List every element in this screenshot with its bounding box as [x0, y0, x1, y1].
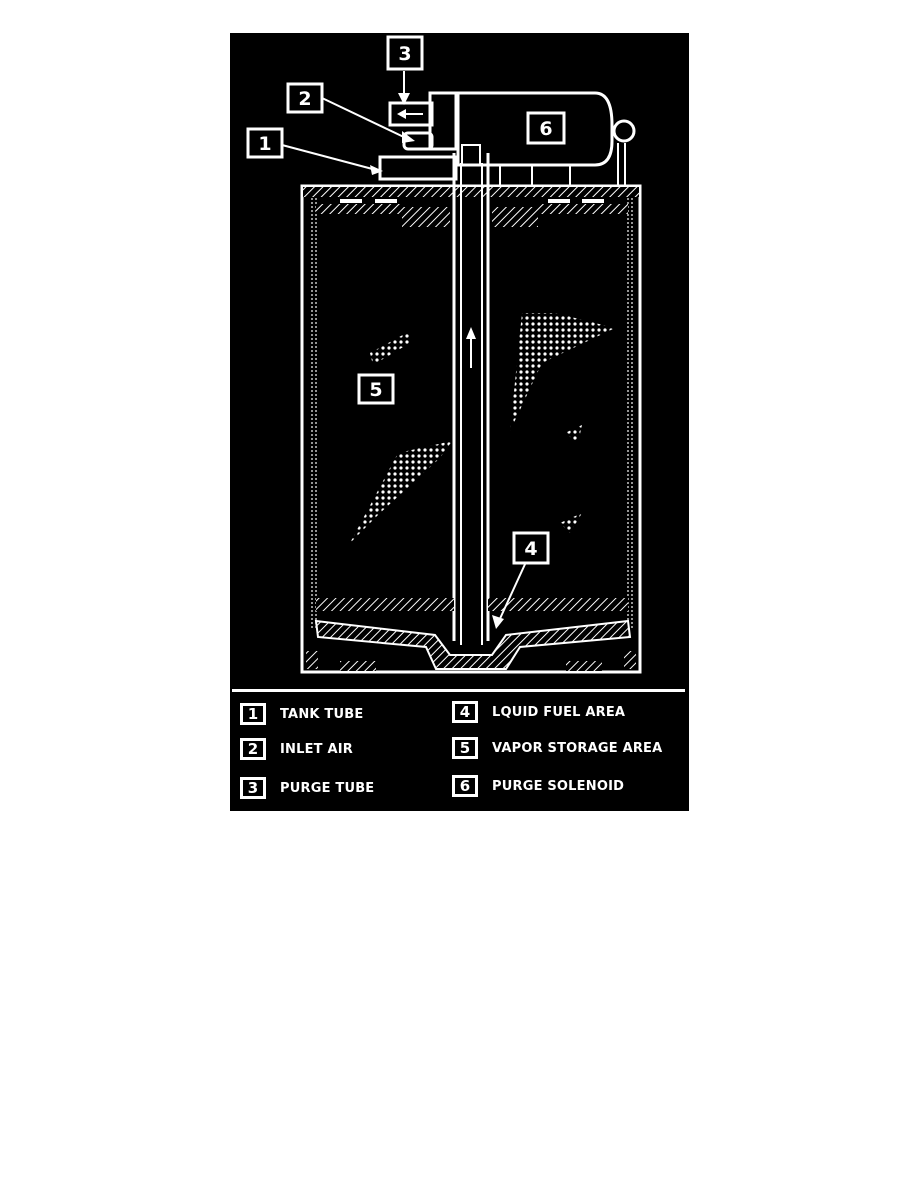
- top-filter-plate: [316, 199, 628, 227]
- callout-2: 2: [286, 82, 324, 114]
- legend-item-purge-solenoid: 6 PURGE SOLENOID: [452, 773, 624, 799]
- callout-1: 1: [246, 127, 284, 159]
- legend-number: 1: [240, 703, 266, 725]
- callout-4: 4: [512, 531, 550, 565]
- legend-label: LQUID FUEL AREA: [492, 704, 626, 720]
- liquid-fuel-trough: [306, 619, 636, 671]
- legend-label: INLET AIR: [280, 741, 353, 757]
- legend-item-vapor-storage-area: 5 VAPOR STORAGE AREA: [452, 735, 662, 761]
- legend-item-inlet-air: 2 INLET AIR: [240, 736, 353, 762]
- callout-1-number: 1: [258, 133, 271, 155]
- vapor-stipple: [350, 313, 615, 543]
- callout-6: 6: [526, 111, 566, 145]
- canister-shell: [300, 184, 642, 674]
- callout-4-number: 4: [524, 538, 537, 560]
- callout-2-number: 2: [298, 88, 311, 110]
- callout-3-number: 3: [398, 43, 411, 65]
- legend-label: VAPOR STORAGE AREA: [492, 740, 663, 756]
- legend-label: PURGE TUBE: [280, 780, 375, 796]
- legend-number: 2: [240, 738, 266, 760]
- legend-divider: [232, 689, 685, 692]
- legend-number: 6: [452, 775, 478, 797]
- canister-figure: 1 2 3 4 5 6 1 TANK TUBE 2 IN: [230, 33, 689, 811]
- callout-3: 3: [386, 35, 424, 71]
- center-tube: [452, 144, 490, 645]
- legend-number: 4: [452, 701, 478, 723]
- canister-diagram: 1 2 3 4 5 6: [246, 35, 642, 674]
- legend-number: 5: [452, 737, 478, 759]
- purge-tube-fitting: [388, 101, 434, 127]
- callout-5-number: 5: [369, 379, 382, 401]
- legend-item-tank-tube: 1 TANK TUBE: [240, 701, 363, 727]
- callout-6-number: 6: [539, 118, 552, 140]
- legend-label: PURGE SOLENOID: [492, 778, 625, 794]
- leader-arrowheads: [370, 93, 504, 629]
- legend-item-liquid-fuel-area: 4 LQUID FUEL AREA: [452, 699, 625, 725]
- bottom-filter-plate: [316, 598, 628, 611]
- callout-5: 5: [357, 373, 395, 405]
- legend-item-purge-tube: 3 PURGE TUBE: [240, 775, 374, 801]
- legend: 1 TANK TUBE 2 INLET AIR 3 PURGE TUBE 4 L…: [230, 689, 689, 811]
- tank-tube-fitting: [378, 155, 458, 181]
- purge-solenoid: [428, 91, 636, 186]
- legend-number: 3: [240, 777, 266, 799]
- legend-label: TANK TUBE: [280, 706, 364, 722]
